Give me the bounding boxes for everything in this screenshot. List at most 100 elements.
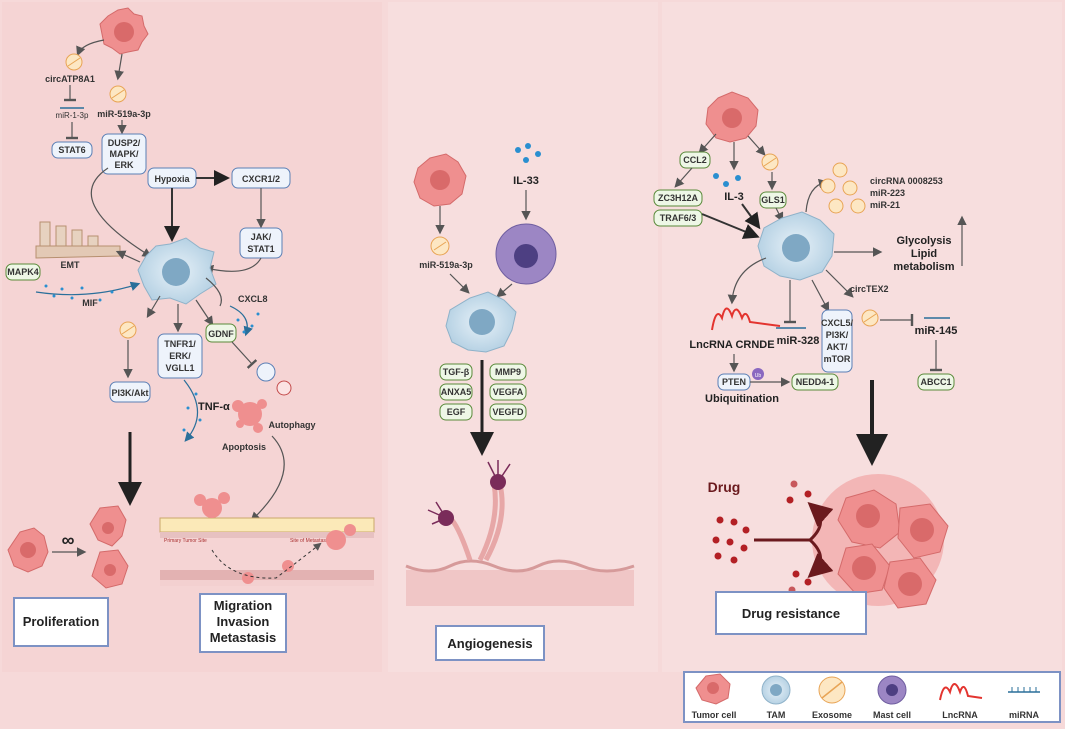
metastasis-vessel-icon: Primary Tumor Site Site of Metastasis [159,492,375,586]
middle-panel: miR-519a-3p IL-33 TGF-β ANXA5 EGF MMP9 V… [405,143,635,661]
right-panel: CCL2 ZC3H12A TRAF6/3 IL-3 GLS1 circRNA 0… [653,91,967,635]
exosome-icon [109,85,127,103]
label-circatp8a1: circATP8A1 [45,74,95,84]
tumor-cell-top-left [99,7,149,55]
label-stat1: STAT1 [247,244,274,254]
label-proliferation: Proliferation [23,614,100,629]
autophagy-icon [256,362,292,396]
label-mir-519a-3p-left: miR-519a-3p [97,109,151,119]
label-mir-1-3p: miR-1-3p [56,111,89,120]
label-glycolysis: Glycolysis [896,235,951,247]
legend: Tumor cell TAM Exosome Mast cell LncRNA … [683,671,1061,723]
label-ccl2: CCL2 [683,155,707,165]
exosome-icon [65,53,83,71]
label-lipid: Lipid [911,248,937,260]
tumor-mass [812,474,949,609]
label-migration: Migration [214,598,273,613]
lncrna-icon [711,307,781,331]
box-dusp2-mapk-erk [101,133,147,175]
label-circrna: circRNA 0008253 [870,176,943,186]
exosome-cluster [820,162,866,214]
apoptosis-icon [232,399,267,433]
label-drug-resistance: Drug resistance [742,606,840,621]
label-lncrna-crnde: LncRNA CRNDE [689,339,774,351]
tumor-cell-proliferation-1 [7,527,49,573]
mif-dots [44,284,114,302]
box-zc3h12a [653,189,703,207]
label-mtor: mTOR [824,354,851,364]
label-egf: EGF [447,407,466,417]
label-tnfr1: TNFR1/ [164,339,196,349]
legend-exosome: Exosome [812,710,852,720]
label-pi3k-akt: PI3K/Akt [111,388,148,398]
label-drug: Drug [708,479,741,495]
box-pi3k-akt [109,381,151,403]
drug-dots [712,480,812,594]
tumor-cell-dividing [89,505,129,589]
box-traf6 [653,209,703,227]
legend-mirna: miRNA [1009,710,1040,720]
angio-factors-left: TGF-β ANXA5 EGF [439,363,473,421]
label-mmp9: MMP9 [495,367,521,377]
legend-lncrna-icon [939,683,983,701]
tam-cell-right [757,211,835,281]
label-erk2: ERK/ [169,351,191,361]
label-tgf-beta: TGF-β [443,367,470,377]
tam-cell-middle [445,291,517,353]
label-stat6: STAT6 [58,145,85,155]
legend-mast-icon [877,675,907,705]
emt-epithelium-icon [35,221,121,259]
legend-lncrna: LncRNA [942,710,978,720]
label-cxcl8: CXCL8 [238,294,268,304]
label-metabolism: metabolism [893,261,954,273]
box-ccl2 [679,151,711,169]
label-met-site: Site of Metastasis [290,538,330,544]
label-mir-223: miR-223 [870,188,905,198]
label-circtex2: circTEX2 [850,284,889,294]
legend-tumor-icon [695,673,731,705]
exosome-icon [430,236,450,256]
ubiquitin-icon [752,368,764,380]
legend-tam: TAM [767,710,786,720]
label-gls1: GLS1 [761,195,785,205]
box-gls1 [759,191,787,209]
label-mir-21: miR-21 [870,200,900,210]
legend-tumor-cell: Tumor cell [692,710,737,720]
panel-middle [388,2,658,672]
label-nedd4: NEDD4-1 [796,377,835,387]
box-gdnf [205,323,237,343]
label-invasion: Invasion [217,614,270,629]
label-akt: AKT/ [827,342,848,352]
label-mif: MIF [82,298,98,308]
box-drug-resistance [715,591,867,635]
il3-dots [713,173,741,187]
label-mapk4: MAPK4 [7,267,39,277]
label-mir-145: miR-145 [915,325,958,337]
tumor-cell-middle [413,153,467,207]
box-proliferation [13,597,109,647]
box-stat6 [51,141,93,159]
exosome-icon [119,321,137,339]
label-mir-328: miR-328 [777,335,820,347]
il33-dots [515,143,541,163]
label-autophagy: Autophagy [269,420,316,430]
angio-factors-right: MMP9 VEGFA VEGFD [489,363,527,421]
legend-mirna-icon [1008,687,1040,693]
label-hypoxia: Hypoxia [154,174,190,184]
label-mir-519a-3p-mid: miR-519a-3p [419,260,473,270]
label-anxa5: ANXA5 [441,387,472,397]
label-ubiquitination: Ubiquitination [705,393,779,405]
label-erk: ERK [114,160,134,170]
exosome-icon [761,153,779,171]
tnf-dots [182,392,202,432]
label-pten: PTEN [722,377,746,387]
label-metastasis: Metastasis [210,630,276,645]
label-emt: EMT [61,260,81,270]
label-gdnf: GDNF [208,329,234,339]
box-tnfr1-erk-vgll1 [157,333,203,379]
exosome-icon [861,309,879,327]
label-vegfd: VEGFD [492,407,524,417]
label-vgll1: VGLL1 [165,363,194,373]
